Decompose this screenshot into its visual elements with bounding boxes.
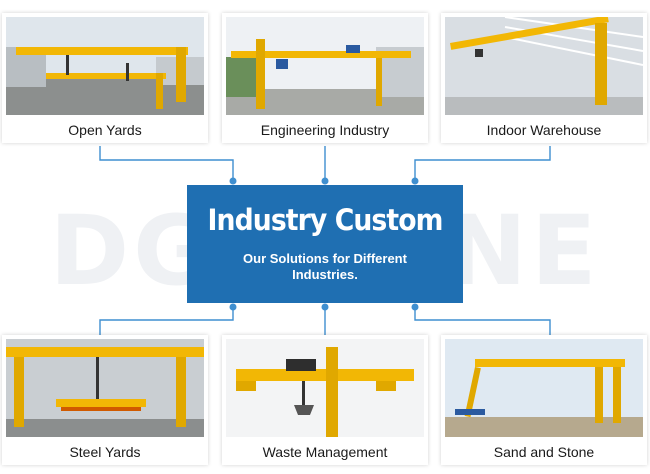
waste-management-photo <box>226 339 424 437</box>
connector-sand <box>414 307 551 335</box>
industry-card-indoor-warehouse[interactable]: Indoor Warehouse <box>441 13 647 143</box>
connector-steel <box>99 307 234 335</box>
industry-label: Steel Yards <box>69 444 141 460</box>
connector-open-yards <box>99 146 234 181</box>
open-yards-photo <box>6 17 204 115</box>
center-subtitle: Our Solutions for Different Industries. <box>243 251 407 282</box>
industry-label: Engineering Industry <box>260 122 390 138</box>
industry-card-open-yards[interactable]: Open Yards <box>2 13 208 143</box>
connector-dot <box>411 303 419 311</box>
connector-dot <box>229 303 237 311</box>
connector-indoor <box>414 146 551 181</box>
engineering-industry-photo <box>226 17 424 115</box>
industry-card-waste-management[interactable]: Waste Management <box>222 335 428 465</box>
indoor-warehouse-photo <box>445 17 643 115</box>
industry-label: Indoor Warehouse <box>486 122 602 138</box>
industry-card-sand-and-stone[interactable]: Sand and Stone <box>441 335 647 465</box>
industry-label: Open Yards <box>68 122 142 138</box>
connector-dot <box>229 177 237 185</box>
sand-and-stone-photo <box>445 339 643 437</box>
industry-label: Sand and Stone <box>493 444 595 460</box>
connector-dot <box>321 303 329 311</box>
industry-card-engineering-industry[interactable]: Engineering Industry <box>222 13 428 143</box>
industry-label: Waste Management <box>262 444 388 460</box>
connector-dot <box>411 177 419 185</box>
center-title: Industry Custom <box>207 203 443 237</box>
industry-custom-panel: Industry Custom Our Solutions for Differ… <box>187 185 463 303</box>
industry-card-steel-yards[interactable]: Steel Yards <box>2 335 208 465</box>
steel-yards-photo <box>6 339 204 437</box>
connector-dot <box>321 177 329 185</box>
